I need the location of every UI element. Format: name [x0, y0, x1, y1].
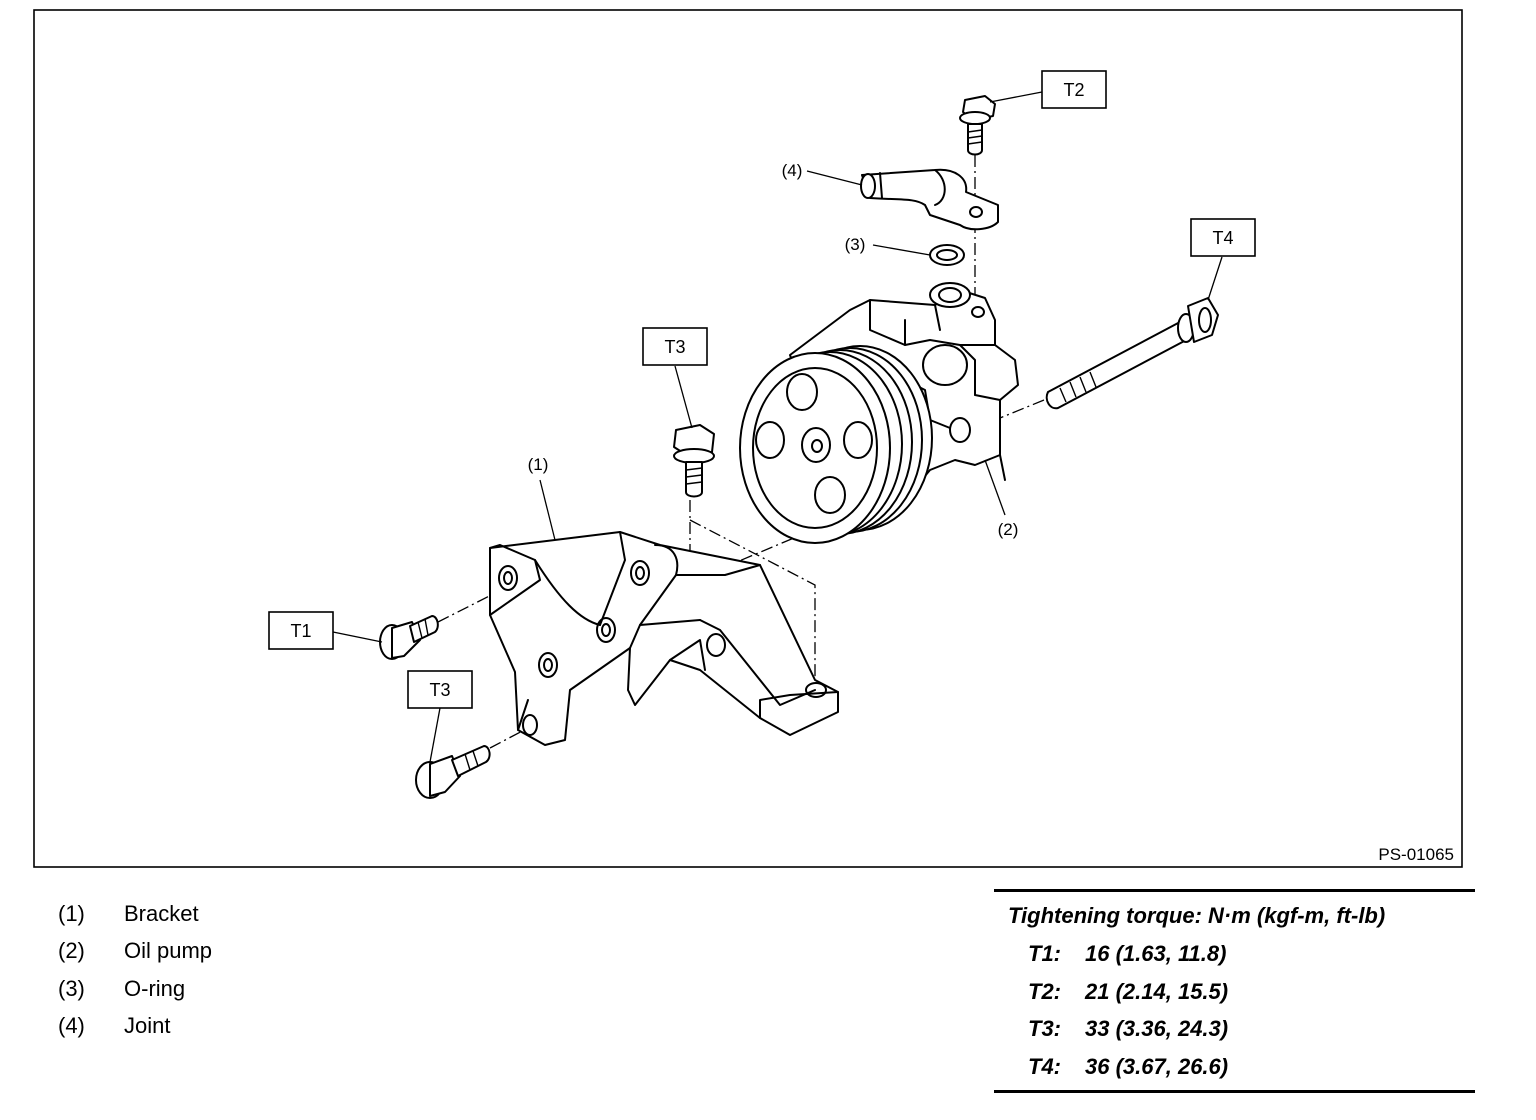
legend-item-number: (1)	[58, 900, 85, 926]
callout-t4: T4	[1190, 218, 1256, 257]
torque-value: 36 (3.67, 26.6)	[1085, 1053, 1229, 1079]
callout-t4-label: T4	[1212, 228, 1233, 248]
legend-item: (1) Bracket	[58, 895, 478, 933]
callout-t3-top: T3	[642, 327, 708, 366]
alignment-lines	[437, 155, 1045, 749]
legend-item: (4) Joint	[58, 1008, 478, 1046]
legend-item-number: (4)	[58, 1013, 85, 1039]
legend-item-number: (2)	[58, 938, 85, 964]
torque-table-title: Tightening torque: N·m (kgf-m, ft-lb)	[1008, 903, 1386, 928]
figure-code: PS-01065	[1378, 845, 1454, 864]
oil-pump-part	[739, 282, 1019, 544]
torque-table: Tightening torque: N·m (kgf-m, ft-lb) T1…	[994, 889, 1475, 1093]
callout-t3-top-label: T3	[664, 337, 685, 357]
o-ring-part	[929, 244, 965, 266]
legend-item-name: Bracket	[124, 900, 199, 926]
legend-item-name: Joint	[124, 1013, 171, 1039]
bolt-t4	[1045, 297, 1219, 410]
torque-code: T1:	[1028, 941, 1061, 966]
legend-item: (3) O-ring	[58, 970, 478, 1008]
ref-label-1: (1)	[528, 455, 549, 474]
bracket-part	[489, 531, 839, 746]
callout-t3-bottom-label: T3	[429, 680, 450, 700]
bolt-t3-top	[673, 424, 715, 498]
ref-label-3: (3)	[845, 235, 866, 254]
torque-row: T4: 36 (3.67, 26.6)	[994, 1048, 1475, 1086]
torque-code: T3:	[1028, 1016, 1061, 1041]
joint-part	[860, 168, 999, 231]
ref-label-4: (4)	[782, 161, 803, 180]
callout-t1-label: T1	[290, 621, 311, 641]
torque-row: T1: 16 (1.63, 11.8)	[994, 935, 1475, 973]
torque-value: 33 (3.36, 24.3)	[1085, 1016, 1229, 1041]
torque-code: T2:	[1028, 978, 1061, 1004]
callout-t3-bottom: T3	[407, 670, 473, 709]
parts-legend: (1) Bracket (2) Oil pump (3) O-ring (4) …	[58, 895, 478, 1045]
callout-t2-label: T2	[1063, 80, 1084, 100]
torque-value: 16 (1.63, 11.8)	[1085, 941, 1227, 966]
bolt-t3-bottom	[415, 745, 491, 799]
bolt-t2	[959, 95, 996, 156]
torque-value: 21 (2.14, 15.5)	[1085, 978, 1229, 1004]
torque-code: T4:	[1028, 1053, 1061, 1079]
legend-item-number: (3)	[58, 975, 85, 1001]
callout-t1: T1	[268, 611, 334, 650]
leader-lines	[332, 91, 1223, 763]
callout-t2: T2	[1041, 70, 1107, 109]
ref-label-2: (2)	[998, 520, 1019, 539]
bolt-t1	[379, 615, 439, 660]
legend-item: (2) Oil pump	[58, 933, 478, 971]
legend-item-name: O-ring	[124, 975, 186, 1001]
torque-row: T2: 21 (2.14, 15.5)	[994, 973, 1475, 1011]
legend-item-name: Oil pump	[124, 938, 213, 964]
torque-row: T3: 33 (3.36, 24.3)	[994, 1010, 1475, 1048]
